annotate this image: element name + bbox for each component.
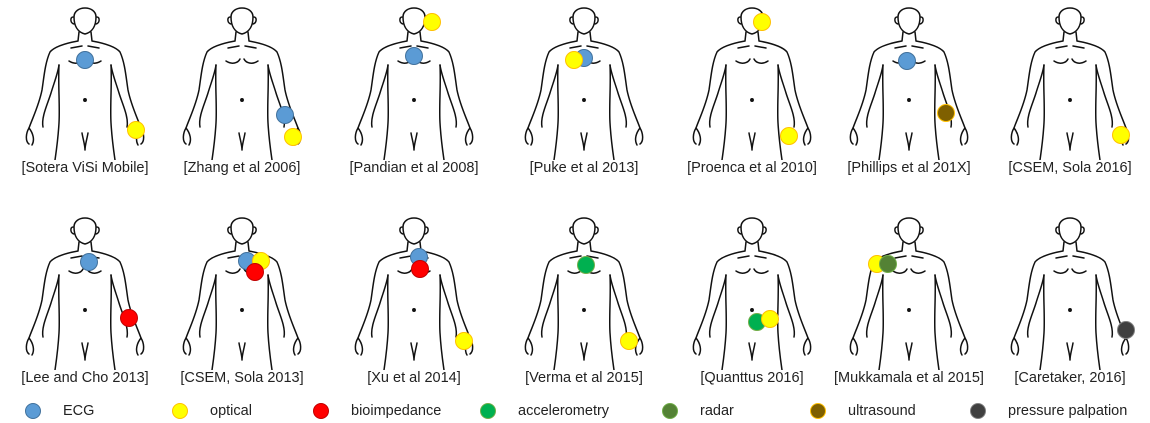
sensor-dot-optical [565, 51, 583, 69]
legend-item-ultrasound: ultrasound [810, 400, 916, 422]
legend-item-pressure-palpation: pressure palpation [970, 400, 1127, 422]
legend-swatch-ultrasound [810, 403, 826, 419]
panel-label-9: [CSEM, Sola 2013] [152, 370, 332, 386]
panel-label-4: [Puke et al 2013] [494, 160, 674, 176]
legend-swatch-accelerometry [480, 403, 496, 419]
sensor-dot-optical [423, 13, 441, 31]
panel-label-12: [Quanttus 2016] [662, 370, 842, 386]
sensor-dot-optical [780, 127, 798, 145]
panel-label-5: [Proenca et al 2010] [662, 160, 842, 176]
sensor-dot-optical [761, 310, 779, 328]
legend-item-optical: optical [172, 400, 252, 422]
legend-item-radar: radar [662, 400, 734, 422]
legend-label: accelerometry [518, 403, 609, 419]
legend-label: radar [700, 403, 734, 419]
panel-label-3: [Pandian et al 2008] [324, 160, 504, 176]
sensor-dot-optical [753, 13, 771, 31]
sensor-dot-ecg [898, 52, 916, 70]
body-outline-14 [1000, 215, 1140, 370]
legend-swatch-pressure-palpation [970, 403, 986, 419]
sensor-dot-optical [127, 121, 145, 139]
sensor-dot-ecg [405, 47, 423, 65]
legend-swatch-bioimpedance [313, 403, 329, 419]
sensor-dot-optical [620, 332, 638, 350]
sensor-dot-optical [455, 332, 473, 350]
sensor-dot-optical [284, 128, 302, 146]
panel-label-10: [Xu et al 2014] [324, 370, 504, 386]
body-outline-6 [839, 5, 979, 160]
legend-label: ultrasound [848, 403, 916, 419]
legend-swatch-ecg [25, 403, 41, 419]
legend-swatch-optical [172, 403, 188, 419]
panel-label-7: [CSEM, Sola 2016] [980, 160, 1150, 176]
sensor-dot-radar [879, 255, 897, 273]
sensor-dot-ecg [276, 106, 294, 124]
panel-label-6: [Phillips et al 201X] [819, 160, 999, 176]
sensor-dot-optical [1112, 126, 1130, 144]
legend-label: ECG [63, 403, 94, 419]
sensor-dot-bioimpedance [411, 260, 429, 278]
body-outline-8 [15, 215, 155, 370]
body-outline-12 [682, 215, 822, 370]
panel-label-13: [Mukkamala et al 2015] [819, 370, 999, 386]
legend-label: pressure palpation [1008, 403, 1127, 419]
body-outline-13 [839, 215, 979, 370]
legend-item-bioimpedance: bioimpedance [313, 400, 441, 422]
sensor-dot-ecg [76, 51, 94, 69]
body-outline-5 [682, 5, 822, 160]
sensor-dot-accelerometry [577, 256, 595, 274]
sensor-dot-bioimpedance [120, 309, 138, 327]
panel-label-1: [Sotera ViSi Mobile] [0, 160, 175, 176]
body-outline-4 [514, 5, 654, 160]
body-outline-3 [344, 5, 484, 160]
legend-item-ecg: ECG [25, 400, 94, 422]
panel-label-8: [Lee and Cho 2013] [0, 370, 175, 386]
legend-label: optical [210, 403, 252, 419]
body-outline-9 [172, 215, 312, 370]
panel-label-14: [Caretaker, 2016] [980, 370, 1150, 386]
sensor-dot-bioimpedance [246, 263, 264, 281]
legend-item-accelerometry: accelerometry [480, 400, 609, 422]
sensor-dot-ecg [80, 253, 98, 271]
legend-label: bioimpedance [351, 403, 441, 419]
legend-swatch-radar [662, 403, 678, 419]
sensor-dot-pressure-palpation [1117, 321, 1135, 339]
sensor-dot-ultrasound [937, 104, 955, 122]
panel-label-2: [Zhang et al 2006] [152, 160, 332, 176]
panel-label-11: [Verma et al 2015] [494, 370, 674, 386]
